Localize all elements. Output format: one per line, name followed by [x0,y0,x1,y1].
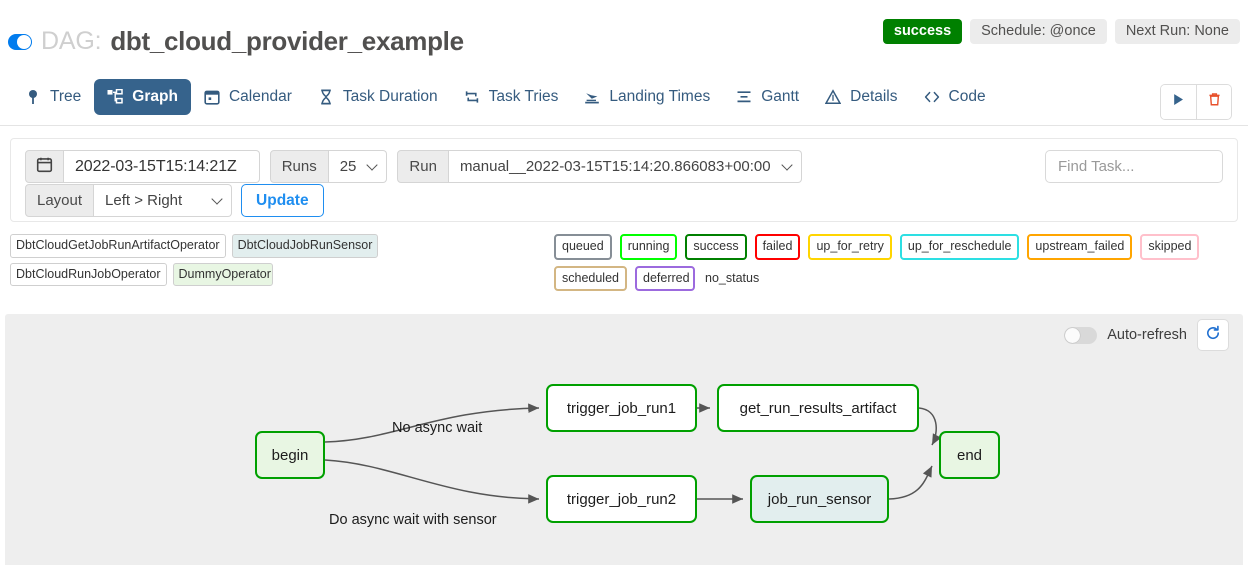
trigger-dag-button[interactable] [1161,85,1196,119]
retry-icon [464,89,481,106]
dag-header: DAG: dbt_cloud_provider_example success … [0,0,1248,72]
hourglass-icon [318,89,335,106]
tab-task-tries[interactable]: Task Tries [451,79,572,115]
run-select[interactable]: manual__2022-03-15T15:14:20.866083+00:00 [448,150,802,183]
run-label: Run [397,150,449,183]
tab-code[interactable]: Code [911,79,999,115]
graph-node-end[interactable]: end [939,431,1000,479]
code-icon [924,89,941,106]
dag-name: dbt_cloud_provider_example [110,26,464,56]
date-picker-button[interactable] [25,150,64,183]
state-legend-no-status: no_status [705,270,760,285]
tree-icon [25,89,42,106]
chevron-down-icon [780,158,793,171]
state-legend-failed[interactable]: failed [754,234,801,260]
view-tabs: Tree Graph Calendar [12,79,999,115]
next-run-badge: Next Run: None [1114,19,1240,44]
state-legend: queued running success failed up_for_ret… [554,234,1238,291]
graph-edges [324,403,942,504]
edge-label-no-async-wait: No async wait [392,420,483,436]
state-legend-scheduled[interactable]: scheduled [554,265,627,291]
graph-node-get-run-results-artifact[interactable]: get_run_results_artifact [717,384,919,432]
operator-legend: DbtCloudGetJobRunArtifactOperator DbtClo… [10,234,540,286]
state-legend-success[interactable]: success [685,234,747,260]
schedule-badge: Schedule: @once [970,19,1107,44]
operator-legend-item[interactable]: DummyOperator [172,262,273,286]
tab-gantt[interactable]: Gantt [723,79,812,115]
state-legend-up-for-retry[interactable]: up_for_retry [808,234,892,260]
calendar-icon [204,89,221,106]
graph-node-trigger-job-run2[interactable]: trigger_job_run2 [546,475,697,523]
state-legend-running[interactable]: running [619,234,678,260]
delete-dag-button[interactable] [1196,85,1231,119]
tab-gantt-label: Gantt [761,88,800,105]
gantt-icon [736,89,753,106]
tab-graph[interactable]: Graph [94,79,191,115]
dag-graph-panel: Auto-refresh [5,314,1243,565]
play-icon [1171,92,1186,112]
auto-refresh-toggle[interactable] [1064,326,1098,344]
tab-calendar[interactable]: Calendar [191,79,305,115]
tab-calendar-label: Calendar [228,88,292,105]
tab-details-label: Details [850,88,898,105]
layout-select-value: Left > Right [105,192,183,209]
graph-node-trigger-job-run1[interactable]: trigger_job_run1 [546,384,697,432]
header-badges: success Schedule: @once Next Run: None [882,19,1240,44]
layout-label: Layout [25,184,95,217]
tab-task-tries-label: Task Tries [488,88,559,105]
state-legend-skipped[interactable]: skipped [1140,234,1200,260]
dag-title: DAG: dbt_cloud_provider_example [8,26,464,57]
legend-area: DbtCloudGetJobRunArtifactOperator DbtClo… [6,234,1242,291]
operator-legend-item[interactable]: DbtCloudJobRunSensor [231,234,379,258]
update-button[interactable]: Update [241,184,324,217]
run-select-value: manual__2022-03-15T15:14:20.866083+00:00 [459,158,771,175]
chevron-down-icon [366,158,379,171]
auto-refresh-label: Auto-refresh [1107,327,1187,343]
tab-graph-label: Graph [132,88,178,105]
refresh-button[interactable] [1197,319,1229,351]
layout-group: Layout Left > Right Update [25,184,324,217]
operator-legend-item[interactable]: DbtCloudGetJobRunArtifactOperator [10,234,226,258]
calendar-icon [36,156,53,177]
dag-action-buttons [1160,84,1232,120]
runs-select-value: 25 [339,158,357,175]
tab-task-duration[interactable]: Task Duration [305,79,451,115]
dag-label: DAG: [41,27,102,55]
tab-tree-label: Tree [50,88,82,105]
graph-node-job-run-sensor[interactable]: job_run_sensor [750,475,889,523]
edge-label-do-async-wait: Do async wait with sensor [329,512,497,528]
execution-date-input[interactable]: 2022-03-15T15:14:21Z [64,150,260,183]
state-legend-up-for-reschedule[interactable]: up_for_reschedule [899,234,1020,260]
landing-icon [584,89,601,106]
auto-refresh-controls: Auto-refresh [1064,319,1229,351]
operator-legend-item[interactable]: DbtCloudRunJobOperator [10,262,167,286]
state-legend-queued[interactable]: queued [554,234,612,260]
state-legend-upstream-failed[interactable]: upstream_failed [1027,234,1133,260]
graph-canvas[interactable]: begin trigger_job_run1 get_run_results_a… [5,314,1243,565]
tab-code-label: Code [948,88,986,105]
view-tabbar: Tree Graph Calendar [0,72,1248,126]
graph-icon [107,88,124,106]
status-badge: success [882,19,963,44]
tab-details[interactable]: Details [812,79,910,115]
find-task-input[interactable]: Find Task... [1045,150,1223,183]
tab-landing-times[interactable]: Landing Times [571,79,723,115]
triangle-info-icon [825,88,842,106]
tab-task-duration-label: Task Duration [342,88,438,105]
filter-bar: 2022-03-15T15:14:21Z Runs 25 Run manual_… [10,138,1238,222]
layout-select[interactable]: Left > Right [94,184,233,217]
runs-select[interactable]: 25 [328,150,388,183]
chevron-down-icon [211,192,223,205]
run-filter-group: 2022-03-15T15:14:21Z Runs 25 Run manual_… [25,150,802,183]
tab-landing-times-label: Landing Times [609,88,711,105]
trash-icon [1207,92,1222,112]
state-legend-deferred[interactable]: deferred [635,265,695,291]
tab-tree[interactable]: Tree [12,79,94,115]
refresh-icon [1205,325,1221,346]
runs-label: Runs [269,150,329,183]
graph-node-begin[interactable]: begin [255,431,325,479]
toggle-on-icon[interactable] [8,33,32,50]
